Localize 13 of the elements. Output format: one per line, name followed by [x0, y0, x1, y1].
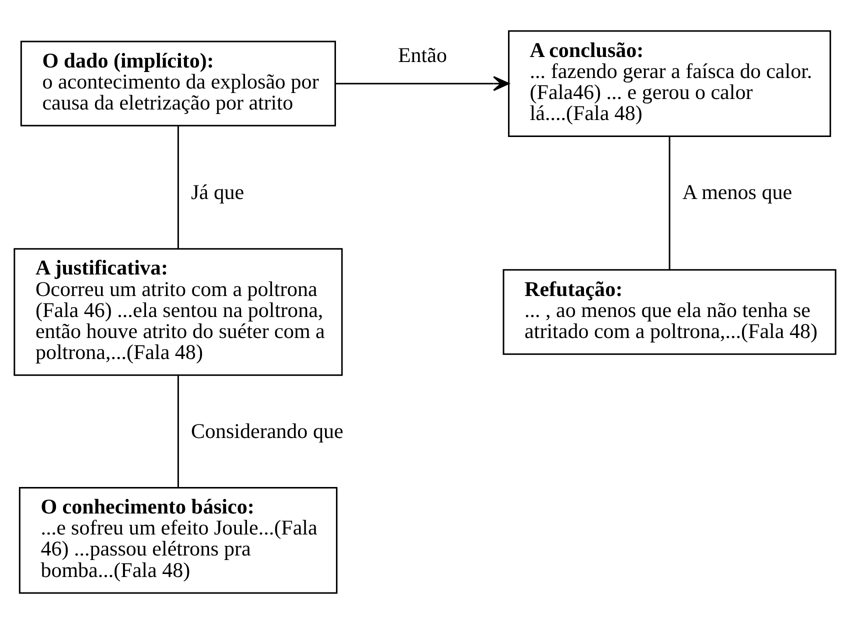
node-box: O dado (implícito): o acontecimento da explosão por causa da eletrização por atrito: [20, 40, 336, 126]
edge-label: Considerando que: [190, 418, 344, 443]
node-box: Refutação: ... , ao menos que ela não tenha se atritado com a poltrona,...(Fala 48): [502, 269, 836, 355]
connector: [177, 126, 179, 249]
node-box: A conclusão: ... fazendo gerar a faísca do calor. (Fala46) ... e gerou o calor lá....(Fala 48): [508, 30, 832, 137]
connector: [668, 136, 670, 270]
edge-label: A menos que: [682, 180, 792, 204]
node-box: A justificativa: Ocorreu um atrito com a poltrona (Fala 46) ...ela sentou na poltrona, então houve atrito do suéter com a poltrona,...(Fala 48): [14, 248, 343, 376]
edge-label: Já que: [190, 180, 244, 204]
arrow: [336, 76, 510, 92]
connector: [177, 376, 179, 488]
edge-label: Então: [398, 43, 447, 68]
node-box: O conhecimento básico: ...e sofreu um efeito Joule...(Fala 46) ...passou elétrons pra bomba...(Fala 48): [18, 487, 338, 594]
